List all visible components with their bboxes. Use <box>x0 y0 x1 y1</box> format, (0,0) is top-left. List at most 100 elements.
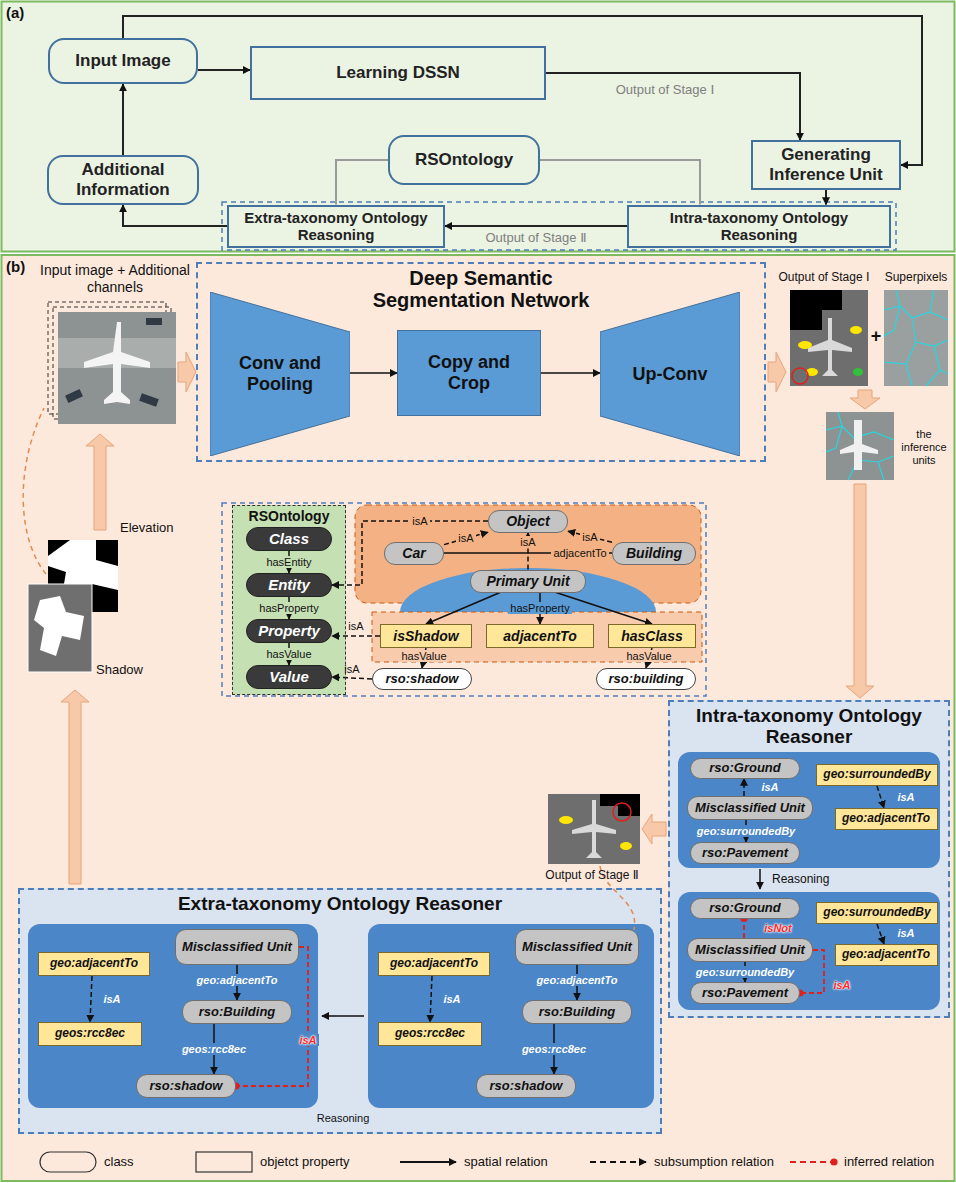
annotation-label: + <box>868 326 884 348</box>
edge-label: Output of Stage Ⅰ <box>614 83 717 97</box>
annotation-label: Superpixels <box>882 270 950 284</box>
class-node: rso:shadow <box>136 1074 236 1098</box>
node-label: Additional Information <box>57 160 189 199</box>
connector <box>744 962 746 982</box>
node-label: Input Image <box>75 51 170 71</box>
flow-arrow <box>768 352 786 392</box>
inference-airplane <box>840 420 878 470</box>
edge-label: isA <box>456 532 475 544</box>
connector <box>743 779 745 797</box>
property-band <box>372 612 702 662</box>
connector <box>540 160 700 205</box>
node-label: adjacentTo <box>503 628 576 644</box>
node-label: geo:adjacentTo <box>390 957 478 971</box>
trapezoid-outline <box>210 292 350 456</box>
legend-inferred-sample <box>790 1161 834 1163</box>
class-node: Misclassified Unit <box>175 929 299 965</box>
property-box: geos:rcc8ec <box>378 1022 482 1046</box>
node-label: Misclassified Unit <box>695 943 805 958</box>
intra-fill <box>668 700 950 1018</box>
trapezoid-shape <box>600 292 740 456</box>
airplane <box>84 322 150 404</box>
node-label: isShadow <box>393 628 458 644</box>
rounded-box: Additional Information <box>47 155 199 205</box>
node-label: geos:rcc8ec <box>395 1027 465 1041</box>
group-heading: RSOntology <box>249 509 330 525</box>
edge-label: isA <box>895 927 916 939</box>
edge-label: geo:adjacentTo <box>195 974 280 986</box>
stage1-output <box>790 290 868 386</box>
flow-arrow <box>642 814 666 844</box>
connector <box>546 73 800 140</box>
node-label: rso:Building <box>539 1005 616 1020</box>
connector <box>877 786 884 808</box>
process-box: Generating Inference Unit <box>751 140 901 190</box>
small-aircraft <box>139 393 159 407</box>
reasoning-panel <box>678 892 940 1010</box>
property-box: geo:surroundedBy <box>816 764 938 786</box>
connector <box>123 205 227 226</box>
value-node: rso:building <box>596 668 696 690</box>
connector <box>332 635 380 637</box>
connector <box>426 593 500 625</box>
connector <box>213 1024 215 1074</box>
trapezoid-shape <box>210 292 350 456</box>
annotation-label: Elevation <box>120 520 190 536</box>
connector <box>800 950 824 993</box>
connector <box>236 947 308 1086</box>
connector <box>236 965 238 1000</box>
edge-label: isA <box>297 1034 318 1046</box>
stage2-blob <box>559 816 573 824</box>
ontology-fill <box>232 505 346 695</box>
annotation-label: (a) <box>6 4 36 22</box>
stage2-airplane <box>572 800 616 858</box>
class-node: Misclassified Unit <box>515 929 639 965</box>
connector <box>430 976 432 1022</box>
connector <box>90 976 92 1022</box>
error-circle <box>613 803 631 821</box>
annotation-label: Output of Stage Ⅰ <box>768 270 880 284</box>
edge-label: isNot <box>762 922 794 934</box>
connector <box>288 597 290 619</box>
group-heading: Deep Semantic Segmentation Network <box>356 267 606 312</box>
edge-label: geo:surroundedBy <box>694 966 796 978</box>
rounded-box: Input Image <box>48 38 198 84</box>
node-label: Property <box>258 622 320 639</box>
meta-class-box: Class <box>246 527 332 551</box>
property-box: geo:adjacentTo <box>835 944 938 966</box>
node-label: rso:building <box>608 672 683 687</box>
legend-property-sample <box>196 1152 252 1172</box>
connector <box>350 372 397 374</box>
connector <box>743 919 745 939</box>
edge-label: geo:surroundedBy <box>695 825 797 837</box>
edge-label: isA <box>410 515 429 527</box>
feedback-link <box>23 408 46 574</box>
shadow-mask <box>28 584 92 672</box>
connector <box>332 521 488 585</box>
property-box: geo:adjacentTo <box>835 808 938 830</box>
connector <box>553 1024 555 1074</box>
node-label: geo:adjacentTo <box>842 948 930 962</box>
process-box: Extra-taxonomy Ontology Reasoning <box>227 205 445 248</box>
rounded-box: RSOntology <box>388 135 540 185</box>
connector <box>568 531 612 542</box>
node-label: rso:Pavement <box>702 846 788 861</box>
connector <box>576 965 578 1000</box>
primary-unit-dome <box>400 568 656 612</box>
legend-text: class <box>104 1154 134 1170</box>
node-label: Object <box>506 513 550 529</box>
connector <box>288 643 290 665</box>
annotation-label: (b) <box>6 258 36 276</box>
edge-label: isA <box>580 531 599 543</box>
node-label: rso:Ground <box>709 901 781 916</box>
annotation-label: Input image + Additional channels <box>40 262 190 296</box>
node-label: geo:adjacentTo <box>842 812 930 826</box>
connector <box>444 552 612 554</box>
crop-box: Copy and Crop <box>397 330 541 416</box>
aerial-image <box>58 312 176 424</box>
node-label: Class <box>269 530 309 547</box>
reasoning-arrow <box>322 1015 364 1017</box>
edge-label: hasValue <box>624 650 673 662</box>
stage1-region <box>790 290 842 330</box>
